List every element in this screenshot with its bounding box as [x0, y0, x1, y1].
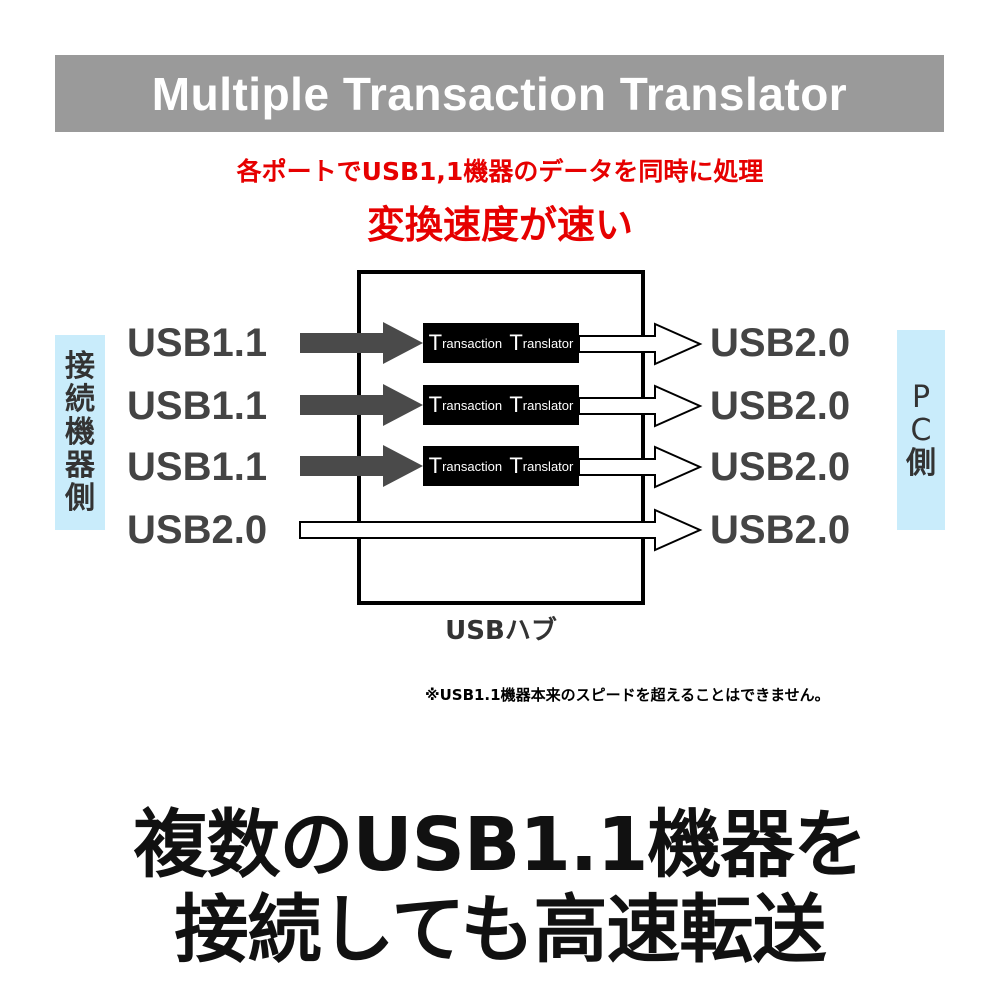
tt-initial: T — [428, 330, 443, 355]
subtitle-line-2: 変換速度が速い — [366, 203, 633, 247]
device-side-label: 接 続 機 器 側 — [55, 335, 105, 530]
output-port-label: USB2.0 — [710, 384, 851, 428]
device-side-char: 続 — [65, 382, 95, 417]
title-bar: Multiple Transaction Translator — [55, 55, 944, 132]
pc-side-char: 側 — [906, 445, 936, 481]
input-arrow-2 — [300, 384, 423, 426]
output-arrow-3 — [578, 445, 703, 489]
tt-initial: T — [509, 330, 523, 355]
output-port-label: USB2.0 — [710, 445, 851, 489]
input-port-label: USB1.1 — [127, 384, 268, 428]
tt-rest: ransaction — [442, 335, 503, 351]
headline-line-2: 接続しても高速転送 — [174, 887, 826, 973]
output-arrow-1 — [578, 322, 703, 366]
passthrough-arrow — [299, 508, 703, 552]
device-side-char: 器 — [65, 448, 95, 483]
input-port-label: USB1.1 — [127, 445, 268, 489]
output-port-label: USB2.0 — [710, 321, 851, 365]
hub-label: USBハブ — [445, 616, 557, 646]
device-side-char: 側 — [65, 481, 95, 516]
output-arrow-2 — [578, 384, 703, 428]
tt-initial: T — [509, 453, 523, 478]
pc-side-char: C — [910, 412, 932, 448]
headline-line-1: 複数のUSB1.1機器を — [133, 802, 868, 888]
tt-rest: ranslator — [522, 458, 574, 474]
tt-rest: ransaction — [442, 397, 503, 413]
pc-side-label: P C 側 — [897, 330, 945, 530]
tt-rest: ranslator — [522, 397, 574, 413]
tt-initial: T — [509, 392, 523, 417]
tt-rest: ranslator — [522, 335, 574, 351]
footnote: ※USB1.1機器本来のスピードを超えることはできません。 — [425, 686, 830, 704]
input-arrow-3 — [300, 445, 423, 487]
input-port-label: USB1.1 — [127, 321, 268, 365]
title-text: Multiple Transaction Translator — [151, 67, 848, 120]
tt-initial: T — [428, 453, 443, 478]
tt-initial: T — [428, 392, 443, 417]
device-side-char: 機 — [65, 415, 95, 450]
subtitle-line-1: 各ポートでUSB1,1機器のデータを同時に処理 — [236, 157, 764, 186]
tt-rest: ransaction — [442, 458, 503, 474]
pc-side-char: P — [911, 379, 931, 415]
input-arrow-1 — [300, 322, 423, 364]
device-side-char: 接 — [65, 349, 95, 384]
output-port-label: USB2.0 — [710, 508, 851, 552]
input-port-label: USB2.0 — [127, 508, 268, 552]
